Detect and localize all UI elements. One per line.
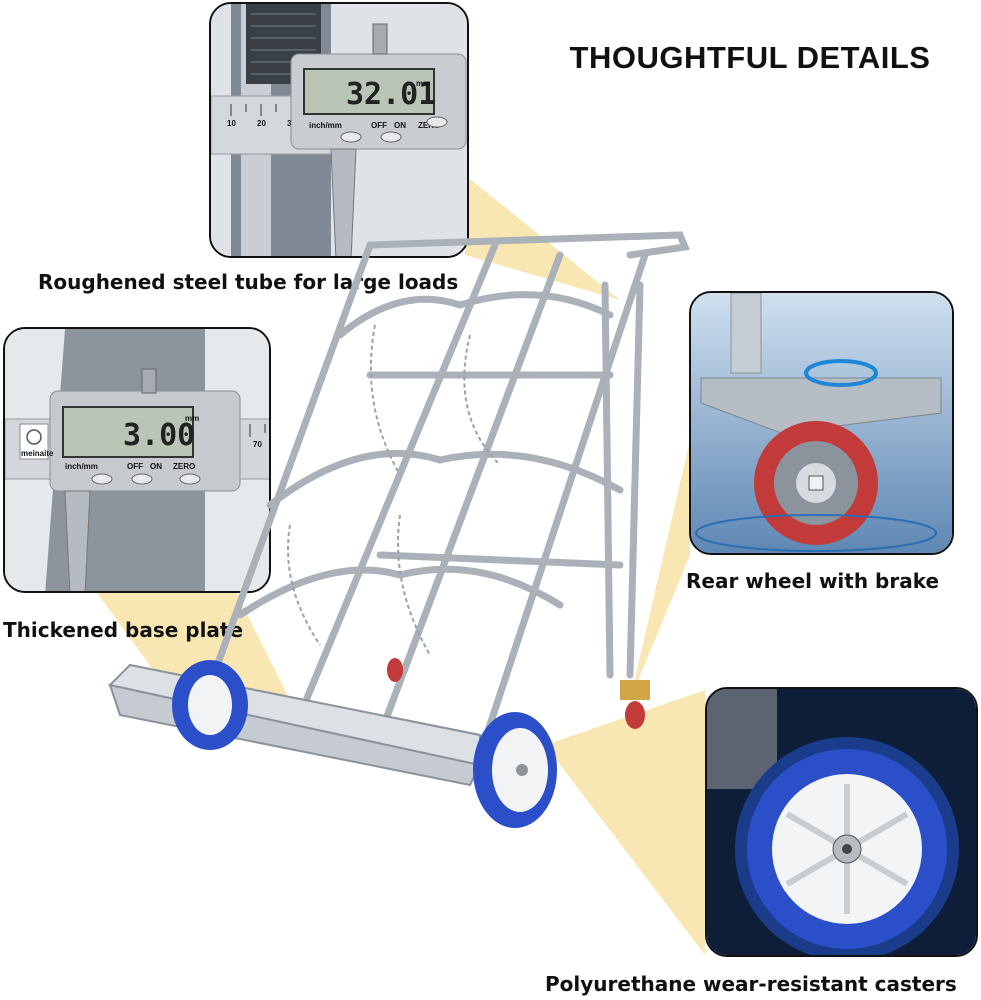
button-label-off: OFF	[371, 121, 387, 130]
plate-button-zero: ZERO	[173, 462, 195, 471]
plate-button-on: ON	[150, 462, 162, 471]
plate-reading: 3.00	[123, 418, 195, 453]
plate-caliper-illustration: 70 3.00 mm inch/mm OFF ON ZERO meinaite	[5, 329, 269, 591]
button-label-inchmm: inch/mm	[309, 121, 342, 130]
page-title: THOUGHTFUL DETAILS	[569, 40, 931, 75]
plate-reading-unit: mm	[185, 414, 199, 423]
caliper-brand: meinaite	[21, 449, 54, 458]
tube-reading-unit: mm	[416, 79, 430, 88]
rear-wheel-caption: Rear wheel with brake	[686, 569, 940, 593]
rear-wheel-illustration	[691, 293, 952, 553]
base-plate-detail-panel: 70 3.00 mm inch/mm OFF ON ZERO meinaite	[3, 327, 271, 593]
plate-button-inchmm: inch/mm	[65, 462, 98, 471]
cylinder-trolley-illustration	[107, 231, 690, 828]
tube-caliper-illustration: 10 20 30 32.01 mm inch/mm OFF ON ZERO	[211, 4, 467, 256]
brand-logo-icon	[26, 429, 42, 445]
base-plate-caption: Thickened base plate	[3, 618, 244, 642]
tube-reading: 32.01	[346, 77, 436, 112]
scale-label-10: 10	[227, 119, 236, 128]
button-label-on: ON	[394, 121, 406, 130]
steel-tube-caption: Roughened steel tube for large loads	[38, 270, 459, 294]
plate-button-off: OFF	[127, 462, 143, 471]
caster-detail-panel	[705, 687, 978, 957]
scale-label-70: 70	[253, 440, 262, 449]
caster-caption: Polyurethane wear-resistant casters	[545, 972, 957, 996]
rear-wheel-detail-panel	[689, 291, 954, 555]
scale-label-20: 20	[257, 119, 266, 128]
steel-tube-detail-panel: 10 20 30 32.01 mm inch/mm OFF ON ZERO	[209, 2, 469, 258]
caster-illustration	[707, 689, 976, 955]
